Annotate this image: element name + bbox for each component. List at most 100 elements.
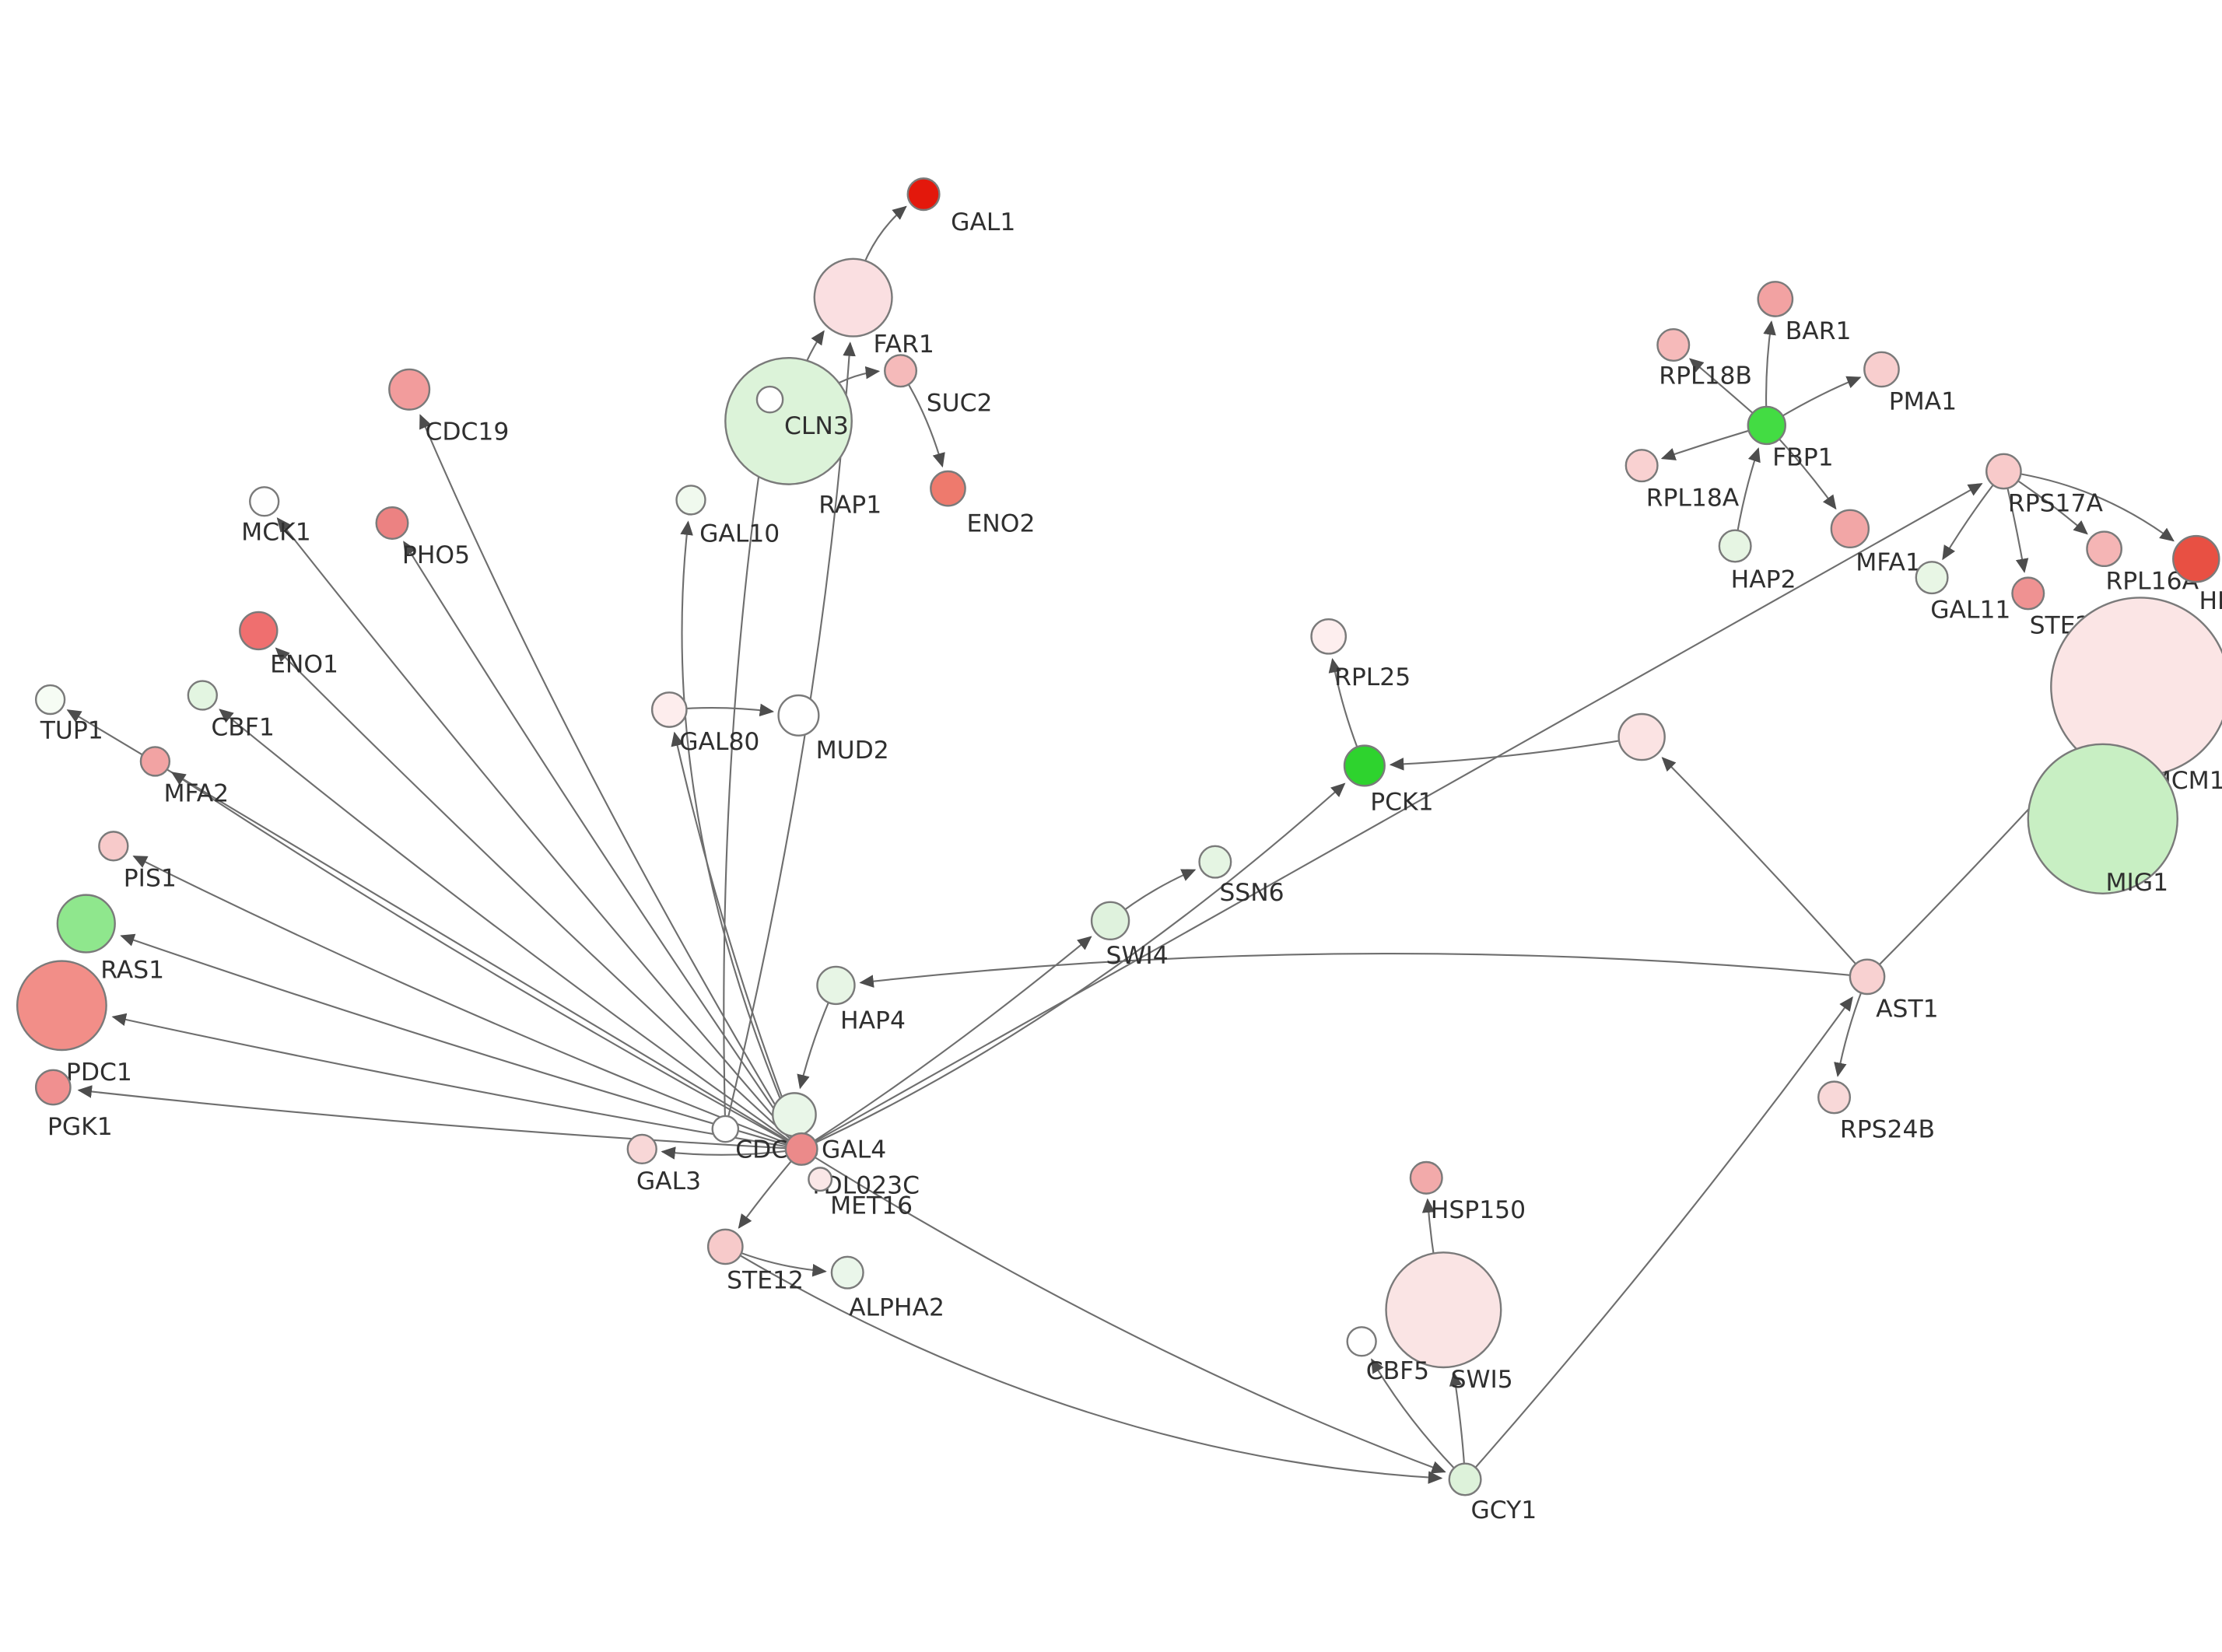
edge-RPS17A-HIS4[interactable] — [2003, 470, 2175, 542]
node-MFA2[interactable] — [139, 746, 171, 777]
node-label-SSN6: SSN6 — [1219, 879, 1284, 907]
node-UNK1[interactable] — [1617, 712, 1666, 761]
node-GAL4[interactable] — [784, 1132, 818, 1166]
edge-AST1-UNK1[interactable] — [1661, 757, 1868, 978]
node-MIG1[interactable] — [2027, 743, 2178, 894]
node-CBF5[interactable] — [1346, 1326, 1377, 1357]
node-group-RPL25: RPL25 — [1310, 618, 1411, 691]
node-group-PIS1: PIS1 — [98, 831, 177, 893]
node-group-GAL11: GAL11 — [1915, 561, 2010, 624]
edge-GCY1-AST1[interactable] — [1464, 996, 1853, 1480]
edge-GAL4-GCY1[interactable] — [801, 1148, 1446, 1474]
edge-GCY1-CBF5[interactable] — [1371, 1358, 1466, 1480]
edge-GAL4-PHO5[interactable] — [403, 541, 803, 1150]
node-SWI4[interactable] — [1090, 901, 1130, 941]
node-SWI5[interactable] — [1385, 1251, 1502, 1369]
node-MCK1[interactable] — [249, 486, 280, 517]
node-CLN3[interactable] — [755, 385, 784, 414]
node-group-GAL1: GAL1 — [906, 177, 1015, 236]
node-group-CDC19: CDC19 — [388, 368, 509, 446]
node-RPL25[interactable] — [1310, 618, 1348, 655]
edge-UNK1-PCK1[interactable] — [1389, 736, 1642, 771]
edge-GAL4-CBF1[interactable] — [219, 709, 802, 1150]
edge-GAL4-PIS1[interactable] — [132, 856, 802, 1150]
node-GAL3[interactable] — [626, 1133, 657, 1165]
node-PDC1[interactable] — [16, 960, 107, 1052]
node-MET16[interactable] — [808, 1167, 833, 1192]
node-label-CBF5: CBF5 — [1366, 1357, 1429, 1385]
edge-GAL4-GAL3[interactable] — [661, 1146, 802, 1160]
edge-GAL4-PGK1[interactable] — [77, 1085, 802, 1150]
node-RAS1[interactable] — [56, 894, 116, 954]
edge-CDC28-CLN3[interactable] — [723, 417, 772, 1129]
node-FAR1[interactable] — [813, 257, 893, 338]
node-label-PCK1: PCK1 — [1370, 789, 1433, 817]
node-HSP150[interactable] — [1409, 1160, 1443, 1195]
node-group-GAL10: GAL10 — [675, 485, 780, 548]
node-FBP1[interactable] — [1747, 405, 1786, 446]
node-ALPHA2[interactable] — [830, 1255, 864, 1290]
node-RPL18B[interactable] — [1656, 328, 1691, 362]
node-label-RPS17A: RPS17A — [2008, 490, 2104, 518]
node-GAL80[interactable] — [650, 691, 688, 728]
node-RPL16A[interactable] — [2086, 530, 2122, 568]
node-PCK1[interactable] — [1343, 744, 1386, 787]
node-ENO1[interactable] — [239, 611, 279, 651]
edge-layer — [66, 205, 2175, 1484]
node-group-CLN3: CLN3 — [755, 385, 849, 440]
node-ENO2[interactable] — [930, 470, 966, 507]
node-RPS17A[interactable] — [1985, 453, 2022, 490]
edge-GAL4-RPS17A[interactable] — [801, 483, 1983, 1150]
node-HIS4[interactable] — [2172, 534, 2220, 583]
node-label-MUD2: MUD2 — [816, 737, 889, 765]
node-GCY1[interactable] — [1448, 1462, 1482, 1496]
node-PHO5[interactable] — [375, 506, 409, 540]
node-MFA1[interactable] — [1830, 509, 1870, 549]
node-PIS1[interactable] — [98, 831, 129, 862]
node-label-RAS1: RAS1 — [100, 957, 164, 985]
node-STE2[interactable] — [2011, 576, 2045, 611]
node-TUP1[interactable] — [34, 684, 66, 716]
edge-GAL4-MCK1[interactable] — [276, 517, 802, 1150]
node-label-GAL10: GAL10 — [699, 520, 780, 548]
node-label-FBP1: FBP1 — [1772, 444, 1833, 472]
edge-GAL4-ENO1[interactable] — [275, 647, 802, 1150]
edge-STE12-GCY1[interactable] — [724, 1246, 1443, 1484]
node-STE12[interactable] — [706, 1228, 744, 1265]
node-PGK1[interactable] — [34, 1069, 72, 1106]
node-BAR1[interactable] — [1757, 281, 1794, 317]
edge-GAL4-GAL10[interactable] — [680, 520, 803, 1150]
edge-GAL4-SWI4[interactable] — [801, 936, 1092, 1150]
node-group-RAS1: RAS1 — [56, 894, 164, 985]
node-AST1[interactable] — [1849, 958, 1886, 996]
node-MUD2[interactable] — [777, 694, 820, 737]
node-HAP2[interactable] — [1718, 529, 1752, 563]
edge-GAL4-MFA2[interactable] — [170, 772, 802, 1150]
node-group-BAR1: BAR1 — [1757, 281, 1852, 345]
node-PMA1[interactable] — [1863, 351, 1900, 388]
edge-GAL4-PDC1[interactable] — [111, 1013, 802, 1150]
node-SUC2[interactable] — [884, 354, 918, 388]
node-RPL18A[interactable] — [1624, 449, 1659, 483]
node-group-SSN6: SSN6 — [1198, 845, 1284, 907]
node-GAL10[interactable] — [675, 485, 706, 516]
node-GAL1[interactable] — [906, 177, 941, 212]
node-RPS24B[interactable] — [1817, 1080, 1852, 1115]
node-label-RPL25: RPL25 — [1334, 663, 1411, 691]
node-CDC28[interactable] — [711, 1115, 740, 1143]
node-SSN6[interactable] — [1198, 845, 1232, 879]
edge-AST1-HAP4[interactable] — [859, 953, 1868, 988]
edge-GAL4-RAS1[interactable] — [120, 933, 802, 1150]
node-CBF1[interactable] — [187, 680, 218, 711]
edge-GAL4-CDC19[interactable] — [419, 414, 803, 1150]
node-HAP4[interactable] — [816, 965, 856, 1006]
node-label-RPL18B: RPL18B — [1659, 362, 1752, 390]
node-RAP1[interactable] — [724, 356, 853, 485]
node-GAL11[interactable] — [1915, 561, 1949, 595]
node-label-MFA1: MFA1 — [1856, 548, 1921, 576]
edge-GAL4-GAL80[interactable] — [671, 731, 803, 1150]
node-CDC19[interactable] — [388, 368, 431, 411]
node-YDL023C[interactable] — [772, 1092, 817, 1137]
node-group-FBP1: FBP1 — [1747, 405, 1834, 472]
